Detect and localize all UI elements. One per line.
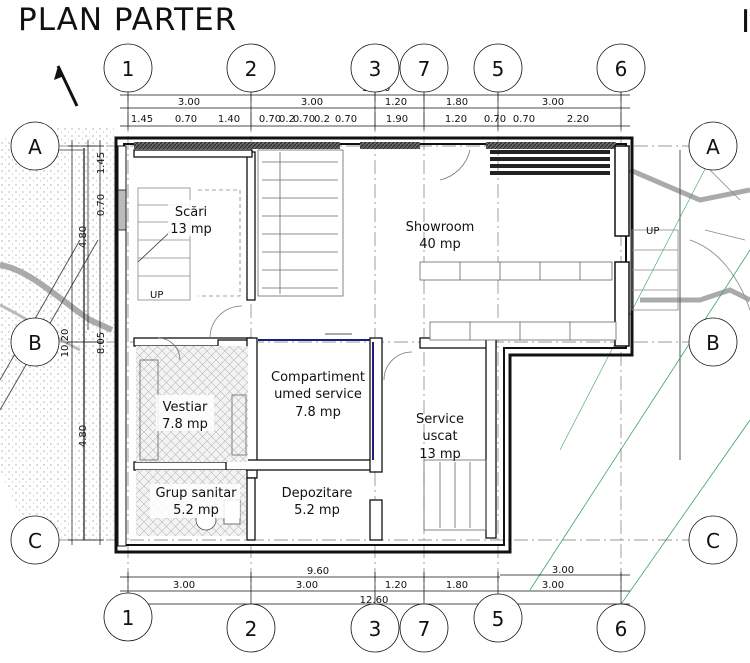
room-showroom-area: 40 mp — [419, 237, 461, 252]
axis-bubbles — [10, 43, 738, 653]
axis-2-top: 2 — [245, 57, 258, 81]
room-depozitare-name: Depozitare — [282, 486, 353, 501]
dim-detail-3: 1.40 — [218, 114, 240, 125]
dim-detail-9: 1.90 — [386, 114, 408, 125]
room-vestiar-name: Vestiar — [163, 400, 208, 415]
stair-right — [631, 229, 679, 311]
axis-c-right: C — [706, 529, 720, 553]
dim-detail-2: 0.70 — [175, 114, 197, 125]
door-swings — [157, 149, 471, 381]
dim-top-2: 3.00 — [301, 97, 323, 108]
dim-bottom-total: 12.60 — [360, 595, 389, 606]
dim-detail-11: 0.70 — [484, 114, 506, 125]
dim-left-b: 4.80 — [78, 425, 89, 447]
axis-3-bottom: 3 — [369, 617, 382, 641]
dim-top-4: 1.80 — [446, 97, 468, 108]
dim-detail-7: 0.2 — [314, 114, 330, 125]
scari-label-bg — [168, 200, 216, 236]
axis-b-left: B — [28, 331, 42, 355]
dim-left-mid: 8.05 — [96, 332, 107, 354]
dim-bottom-right: 3.00 — [552, 565, 574, 576]
room-depozitare-area: 5.2 mp — [294, 503, 340, 518]
north-arrow-icon — [54, 65, 79, 107]
axis-1-top: 1 — [122, 57, 135, 81]
dim-detail-12: 0.70 — [513, 114, 535, 125]
dim-detail-1: 1.45 — [131, 114, 153, 125]
dim-bottom-3: 1.20 — [385, 580, 407, 591]
dim-left-a: 4.80 — [78, 226, 89, 248]
dim-top-5: 3.00 — [542, 97, 564, 108]
room-scari-name: Scări — [175, 205, 207, 220]
stair-up-label-right: UP — [646, 226, 659, 237]
room-compartiment-area: 7.8 mp — [295, 405, 341, 420]
showroom-racks — [257, 149, 617, 341]
axis-6-top: 6 — [615, 57, 628, 81]
dimension-lines-left — [68, 140, 104, 545]
axis-c-left: C — [28, 529, 42, 553]
axis-7-bottom: 7 — [418, 617, 431, 641]
axis-a-right: A — [706, 135, 720, 159]
axis-7-top: 7 — [418, 57, 431, 81]
axis-5-top: 5 — [492, 57, 505, 81]
showroom-shelving-dark — [490, 150, 610, 175]
dim-bottom-4: 1.80 — [446, 580, 468, 591]
dim-detail-5: 0.2 — [279, 114, 295, 125]
plan-title: PLAN PARTER — [18, 2, 238, 38]
dim-detail-6: 0.70 — [293, 114, 315, 125]
dim-left-detail-1: 1.45 — [96, 152, 107, 174]
room-grup-name: Grup sanitar — [155, 486, 237, 501]
dim-detail-8: 0.70 — [335, 114, 357, 125]
room-service-area: 13 mp — [419, 447, 461, 462]
room-service-line1: Service — [416, 412, 464, 427]
axis-1-bottom: 1 — [122, 606, 135, 630]
dim-bottom-over: 9.60 — [307, 566, 329, 577]
vestiar-label-bg — [156, 395, 214, 431]
axis-3-top: 3 — [369, 57, 382, 81]
room-compartiment-line1: Compartiment — [271, 370, 365, 385]
room-showroom-name: Showroom — [406, 220, 475, 235]
dim-left-outer: 10.20 — [60, 329, 71, 358]
dim-bottom-5: 3.00 — [542, 580, 564, 591]
stair-left — [137, 187, 241, 301]
axis-6-bottom: 6 — [615, 617, 628, 641]
room-scari-area: 13 mp — [170, 222, 212, 237]
axis-2-bottom: 2 — [245, 617, 258, 641]
stair-up-label: UP — [150, 290, 163, 301]
axis-5-bottom: 5 — [492, 607, 505, 631]
dimension-lines-top — [120, 92, 630, 130]
dim-top-3: 1.20 — [385, 97, 407, 108]
dim-left-detail-2: 0.70 — [96, 194, 107, 216]
grup-label-bg — [150, 484, 240, 518]
room-service-line2: uscat — [422, 429, 457, 444]
dim-top-1: 3.00 — [178, 97, 200, 108]
dim-bottom-1: 3.00 — [173, 580, 195, 591]
terrain-right — [529, 139, 750, 621]
dim-bottom-2: 3.00 — [296, 580, 318, 591]
dim-detail-10: 1.20 — [445, 114, 467, 125]
next-sheet-title-fragment: I — [741, 4, 750, 40]
building-shell — [114, 136, 634, 554]
room-grup-area: 5.2 mp — [173, 503, 219, 518]
axis-b-right: B — [706, 331, 720, 355]
room-vestiar-area: 7.8 mp — [162, 417, 208, 432]
room-compartiment-line2: umed service — [274, 387, 362, 402]
dim-detail-4: 0.70 — [259, 114, 281, 125]
dim-detail-13: 2.20 — [567, 114, 589, 125]
axis-a-left: A — [28, 135, 42, 159]
glass-partition — [258, 339, 374, 460]
